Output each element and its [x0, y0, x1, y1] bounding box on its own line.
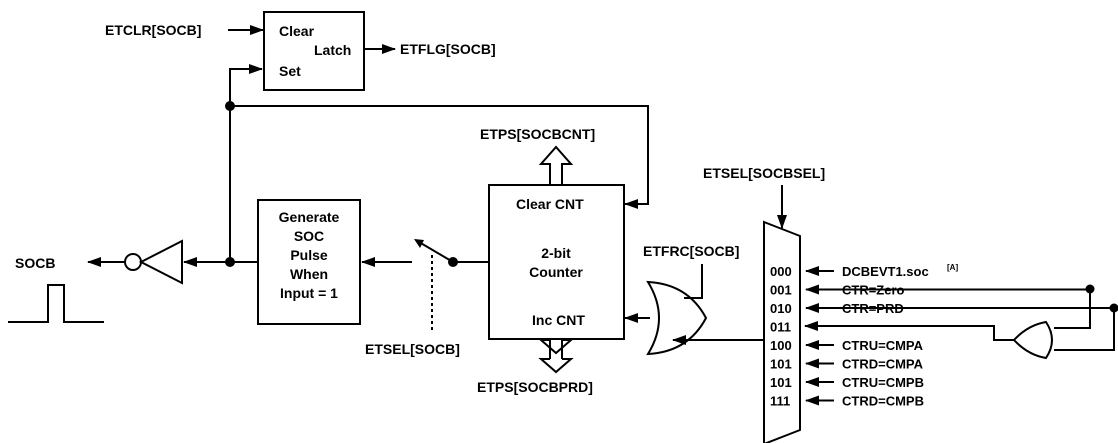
pulse-generator: Generate SOC Pulse When Input = 1 [257, 199, 361, 325]
mux-signal-4: CTRU=CMPA [842, 338, 924, 353]
etfrc-label: ETFRC[SOCB] [643, 243, 739, 259]
latch: ETCLR[SOCB] Clear Latch Set ETFLG[SOCB] [105, 11, 496, 262]
latch-box [263, 11, 365, 91]
mux-code-1: 001 [770, 283, 792, 298]
mux-code-3: 011 [770, 320, 791, 335]
latch-set-label: Set [279, 63, 301, 79]
force-or-gate: ETFRC[SOCB] [624, 243, 764, 356]
prd-tap-wire [1054, 308, 1115, 351]
mux-code-2: 010 [770, 301, 792, 316]
inverter-triangle [138, 239, 183, 285]
etfrc-wire [684, 264, 703, 299]
mux-code-7: 111 [770, 394, 790, 409]
latch-latch-label: Latch [314, 42, 351, 58]
output-section: SOCB [8, 239, 258, 323]
switch-blade-tip [414, 239, 424, 248]
enable-switch: ETSEL[SOCB] [361, 239, 489, 357]
zero-tap-wire [1054, 289, 1091, 329]
prd-bus-label: ETPS[SOCBPRD] [477, 379, 593, 395]
output-junction-dot [225, 257, 235, 267]
latch-clear-label: Clear [279, 23, 315, 39]
pulse-line3: Pulse [290, 247, 328, 263]
mux-code-6: 101 [770, 375, 792, 390]
pulse-generator-box [257, 199, 361, 325]
pulse-line4: When [290, 266, 328, 282]
inverter-bubble [124, 253, 142, 271]
mux-select-label: ETSEL[SOCBSEL] [703, 165, 825, 181]
mux-code-4: 100 [770, 338, 792, 353]
mux-signal-5: CTRD=CMPA [842, 357, 924, 372]
switch-blade [418, 241, 454, 263]
or-gate-shape [646, 280, 708, 356]
mux-code-5: 101 [770, 357, 792, 372]
mux-signal-1: CTR=Zero [842, 283, 905, 298]
counter: Clear CNT 2-bit Counter Inc CNT ETPS[SOC… [477, 126, 625, 395]
counter-box [488, 184, 625, 340]
pulse-line1: Generate [279, 209, 340, 225]
prd-bus-arrow [538, 339, 574, 374]
mux-signal-7: CTRD=CMPB [842, 394, 924, 409]
counter-title-line1: 2-bit [541, 245, 571, 261]
switch-control-label: ETSEL[SOCB] [365, 341, 460, 357]
or-gate-2-output-wire [804, 321, 1014, 341]
pulse-line5: Input = 1 [280, 285, 338, 301]
counter-title-line2: Counter [529, 264, 583, 280]
inc-cnt-label: Inc CNT [532, 312, 585, 328]
clear-feedback-wire [230, 105, 649, 209]
set-input-wire [229, 64, 263, 262]
mux-signal-6: CTRU=CMPB [842, 375, 924, 390]
clear-cnt-label: Clear CNT [516, 196, 584, 212]
etclr-label: ETCLR[SOCB] [105, 22, 201, 38]
cnt-bus-label: ETPS[SOCBCNT] [480, 126, 595, 142]
mux-input-rows: 000 DCBEVT1.soc [A] 001 CTR=Zero 010 CTR=PRD 01… [770, 263, 1114, 409]
mux-signal-2: CTR=PRD [842, 301, 904, 316]
cnt-bus-arrow [538, 145, 574, 184]
socb-pulse-waveform [8, 284, 104, 323]
mux-signal-note-0: [A] [947, 263, 958, 272]
or-gate-2-shape [1012, 320, 1053, 360]
etflg-label: ETFLG[SOCB] [400, 41, 496, 57]
event-select-mux: ETSEL[SOCBSEL] 000 DCBEVT1.soc [A] 001 CTR=Z… [703, 165, 1114, 443]
mux-code-0: 000 [770, 264, 792, 279]
mux-signal-0: DCBEVT1.soc [842, 264, 929, 279]
zero-prd-or-gate [804, 284, 1118, 360]
pulse-line2: SOC [294, 228, 324, 244]
socb-label: SOCB [15, 255, 55, 271]
mux-shape [763, 220, 801, 443]
